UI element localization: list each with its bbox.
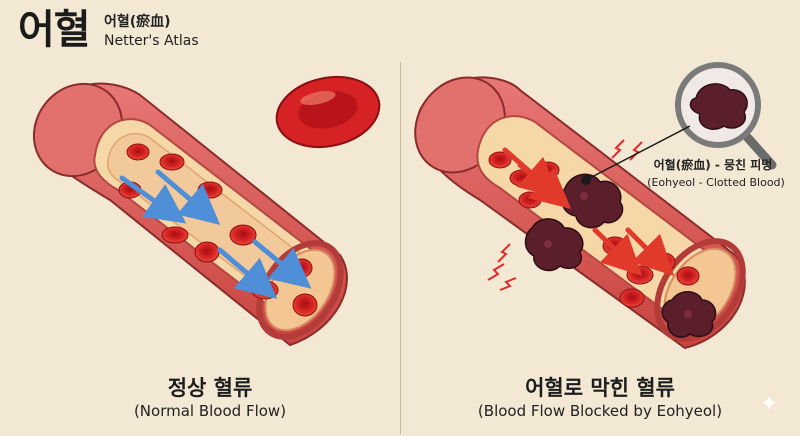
page-title: 어혈 [18, 7, 91, 53]
blocked-flow-caption-korean: 어혈로 막힌 혈류 [525, 376, 675, 400]
blocked-vessel [414, 76, 746, 350]
page-subtitle-korean: 어혈(瘀血) [104, 14, 171, 30]
annotation-pointer [581, 125, 691, 185]
clot-annotation-english: (Eohyeol - Clotted Blood) [647, 176, 785, 189]
normal-flow-caption-english: (Normal Blood Flow) [133, 402, 287, 420]
blocked-flow-arrows [502, 147, 675, 277]
lightning-icon [487, 139, 643, 291]
blocked-flow-caption-english: (Blood Flow Blocked by Eohyeol) [477, 402, 723, 420]
sparkle-icon: ✦ [760, 392, 779, 417]
blood-cell-icon [275, 76, 381, 148]
panel-divider [400, 62, 401, 434]
normal-flow-caption-korean: 정상 혈류 [167, 376, 253, 400]
clot-annotation-korean: 어혈(瘀血) - 뭉친 피멍 [653, 158, 773, 172]
magnifier-icon [675, 62, 777, 170]
normal-flow-arrows [119, 169, 312, 300]
normal-vessel [32, 82, 348, 347]
page-subtitle-source: Netter's Atlas [104, 33, 199, 49]
clots [524, 173, 717, 338]
